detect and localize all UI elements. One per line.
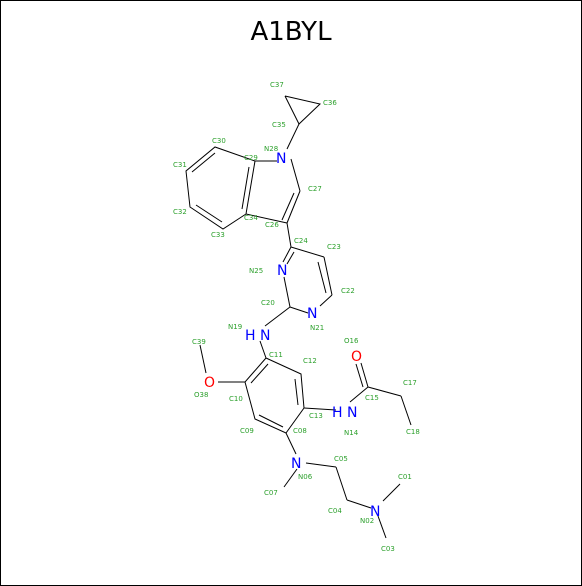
bond-c24-c23 xyxy=(290,246,325,258)
central-inner-2 xyxy=(258,414,284,428)
bond-c08-n06 xyxy=(285,432,297,455)
label-c27: C27 xyxy=(308,185,322,193)
benzene-inner-2 xyxy=(195,204,223,223)
label-c13: C13 xyxy=(309,412,323,420)
label-c01: C01 xyxy=(398,473,412,481)
bond-n14-c15 xyxy=(349,386,369,403)
bond-c15-o16 xyxy=(360,362,369,388)
bond-n02-c03 xyxy=(377,515,387,539)
cyclopropyl-ring xyxy=(284,95,322,125)
bond-c20-n25 xyxy=(283,276,291,308)
bond-n06-c05 xyxy=(305,462,337,468)
label-c35: C35 xyxy=(272,121,286,129)
label-n21: N21 xyxy=(310,324,324,332)
label-c11: C11 xyxy=(269,351,283,359)
label-c20: C20 xyxy=(261,299,275,307)
bond-c27-c26-double xyxy=(281,192,295,221)
atom-n25: N xyxy=(277,263,287,279)
heteroatoms: N N N H N H N N N O O xyxy=(204,151,380,520)
label-n25: N25 xyxy=(249,267,263,275)
label-c05: C05 xyxy=(334,455,348,463)
bond-c35-n28 xyxy=(286,123,300,150)
atom-n02: N xyxy=(370,504,380,520)
label-c34: C34 xyxy=(244,214,258,222)
label-o38: O38 xyxy=(194,391,208,399)
label-n06: N06 xyxy=(298,473,313,481)
bonds xyxy=(185,95,412,539)
bond-c17-c18 xyxy=(400,395,412,426)
bond-o38-c39 xyxy=(199,344,207,374)
atom-n14: H N xyxy=(332,405,357,421)
label-c39: C39 xyxy=(192,338,206,346)
bond-c04-n02 xyxy=(346,499,372,509)
atom-labels: C37 C36 C35 N28 C29 C30 C31 C32 C33 C34 … xyxy=(173,81,420,553)
bond-c27-c26 xyxy=(286,190,301,224)
bond-c20-n19 xyxy=(264,306,291,327)
bond-n02-c01 xyxy=(382,483,401,502)
bond-c26-c34 xyxy=(245,213,288,224)
label-n28: N28 xyxy=(264,145,278,153)
atom-n21: N xyxy=(307,306,317,322)
bond-n06-c07 xyxy=(283,468,298,488)
label-c36: C36 xyxy=(323,99,337,107)
atom-o16: O xyxy=(351,349,362,365)
bond-n25-c24-double xyxy=(286,251,295,265)
bond-c13-n14 xyxy=(303,407,337,411)
atom-n19: H N xyxy=(245,328,270,344)
label-c10: C10 xyxy=(229,395,243,403)
label-c23: C23 xyxy=(327,243,341,251)
central-inner-1 xyxy=(294,378,299,406)
label-c26: C26 xyxy=(265,221,279,229)
label-n19: N19 xyxy=(228,323,242,331)
atom-n28: N xyxy=(276,151,286,167)
label-c33: C33 xyxy=(211,231,225,239)
atom-n06: N xyxy=(291,456,301,472)
bond-n28-c27 xyxy=(290,158,301,192)
central-inner-3 xyxy=(250,363,269,384)
bond-n21-c20 xyxy=(289,306,309,314)
label-c31: C31 xyxy=(173,161,187,169)
atom-o38: O xyxy=(204,375,215,391)
label-c12: C12 xyxy=(303,357,317,365)
label-n14: N14 xyxy=(344,429,359,437)
bond-c23-c22 xyxy=(323,256,333,296)
label-c24: C24 xyxy=(294,237,308,245)
bond-n25-c24 xyxy=(282,246,292,263)
label-c18: C18 xyxy=(406,428,420,436)
label-c37: C37 xyxy=(270,81,284,89)
label-c22: C22 xyxy=(341,287,355,295)
label-o16: O16 xyxy=(344,337,359,345)
label-c29: C29 xyxy=(244,154,258,162)
label-c17: C17 xyxy=(403,379,417,387)
label-c04: C04 xyxy=(328,507,342,515)
label-c03: C03 xyxy=(381,545,395,553)
label-c32: C32 xyxy=(173,208,187,216)
benzene-inner-1 xyxy=(191,152,216,173)
label-c15: C15 xyxy=(365,394,379,402)
benzene-inner-3 xyxy=(241,166,250,210)
bond-c22-n21 xyxy=(319,294,333,307)
label-n02: N02 xyxy=(360,517,374,525)
benzene-ring xyxy=(185,146,256,230)
bond-c15-c17 xyxy=(367,386,402,397)
page-title: A1BYL xyxy=(250,17,332,47)
bond-c05-c04 xyxy=(335,466,348,501)
label-c09: C09 xyxy=(240,427,254,435)
label-c07: C07 xyxy=(264,489,278,497)
label-c30: C30 xyxy=(212,137,226,145)
central-ring xyxy=(244,357,305,434)
label-c08: C08 xyxy=(293,427,307,435)
bond-c23-c22-double xyxy=(317,261,327,294)
bond-c15-o16-double xyxy=(355,363,364,388)
bond-n19-c11 xyxy=(259,340,267,359)
bond-c26-c24 xyxy=(286,222,292,248)
